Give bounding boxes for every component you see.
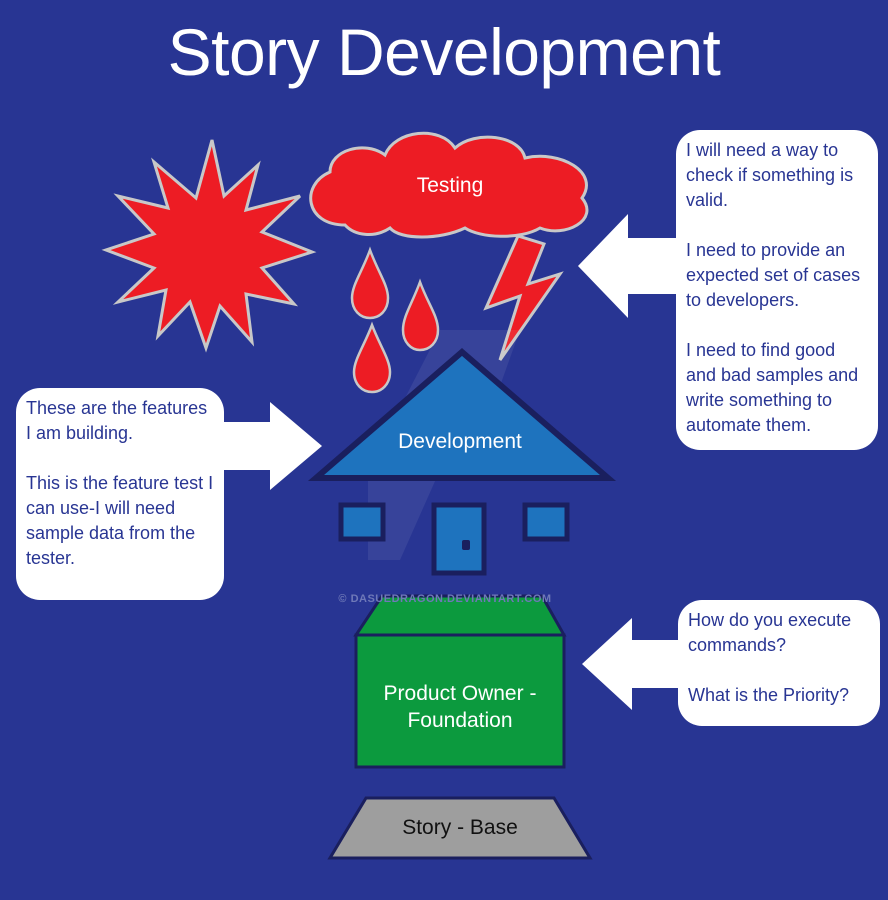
house-window-right — [522, 502, 570, 542]
story-base-shape — [327, 796, 593, 860]
product-owner-label: Product Owner - Foundation — [360, 680, 560, 734]
development-label: Development — [398, 430, 522, 453]
tester-bubble-text: I will need a way to check if something … — [686, 140, 854, 210]
product-owner-speech-bubble: How do you execute commands? What is the… — [678, 600, 880, 726]
door-knob — [462, 540, 470, 550]
raindrop-icon — [401, 278, 440, 352]
developer-bubble-text: These are the features I am building. — [26, 398, 208, 443]
diagram-title: Story Development — [167, 15, 721, 89]
developer-speech-bubble: These are the features I am building. Th… — [16, 388, 224, 600]
arrow-right-icon — [218, 402, 322, 490]
arrow-left-icon — [582, 618, 682, 710]
raindrop-icon — [352, 321, 392, 394]
lightning-bolt-icon — [483, 234, 564, 361]
product-owner-bubble-text: How do you execute commands? — [688, 610, 852, 655]
arrow-left-icon — [578, 214, 680, 318]
starburst-icon — [101, 139, 317, 353]
tester-speech-bubble: I will need a way to check if something … — [676, 130, 878, 450]
developer-bubble-text: This is the feature test I can use-I wil… — [26, 473, 214, 568]
house-door — [431, 502, 487, 576]
foundation-box — [354, 633, 566, 769]
product-owner-bubble-text: What is the Priority? — [688, 685, 850, 705]
testing-cloud-shape — [309, 131, 589, 239]
raindrop-icon — [350, 246, 390, 320]
watermark-text: © DASUEDRAGON.DEVIANTART.COM — [338, 593, 552, 605]
tester-bubble-text: I need to find good and bad samples and … — [686, 340, 859, 435]
testing-label: Testing — [416, 174, 484, 197]
house-window-left — [338, 502, 386, 542]
house-roof-shape — [307, 348, 617, 481]
story-base-label: Story - Base — [402, 816, 518, 839]
tester-bubble-text: I need to provide an expected set of cas… — [686, 240, 861, 310]
product-owner-label-line2: Foundation — [407, 709, 513, 732]
product-owner-label-line1: Product Owner - — [383, 682, 537, 705]
